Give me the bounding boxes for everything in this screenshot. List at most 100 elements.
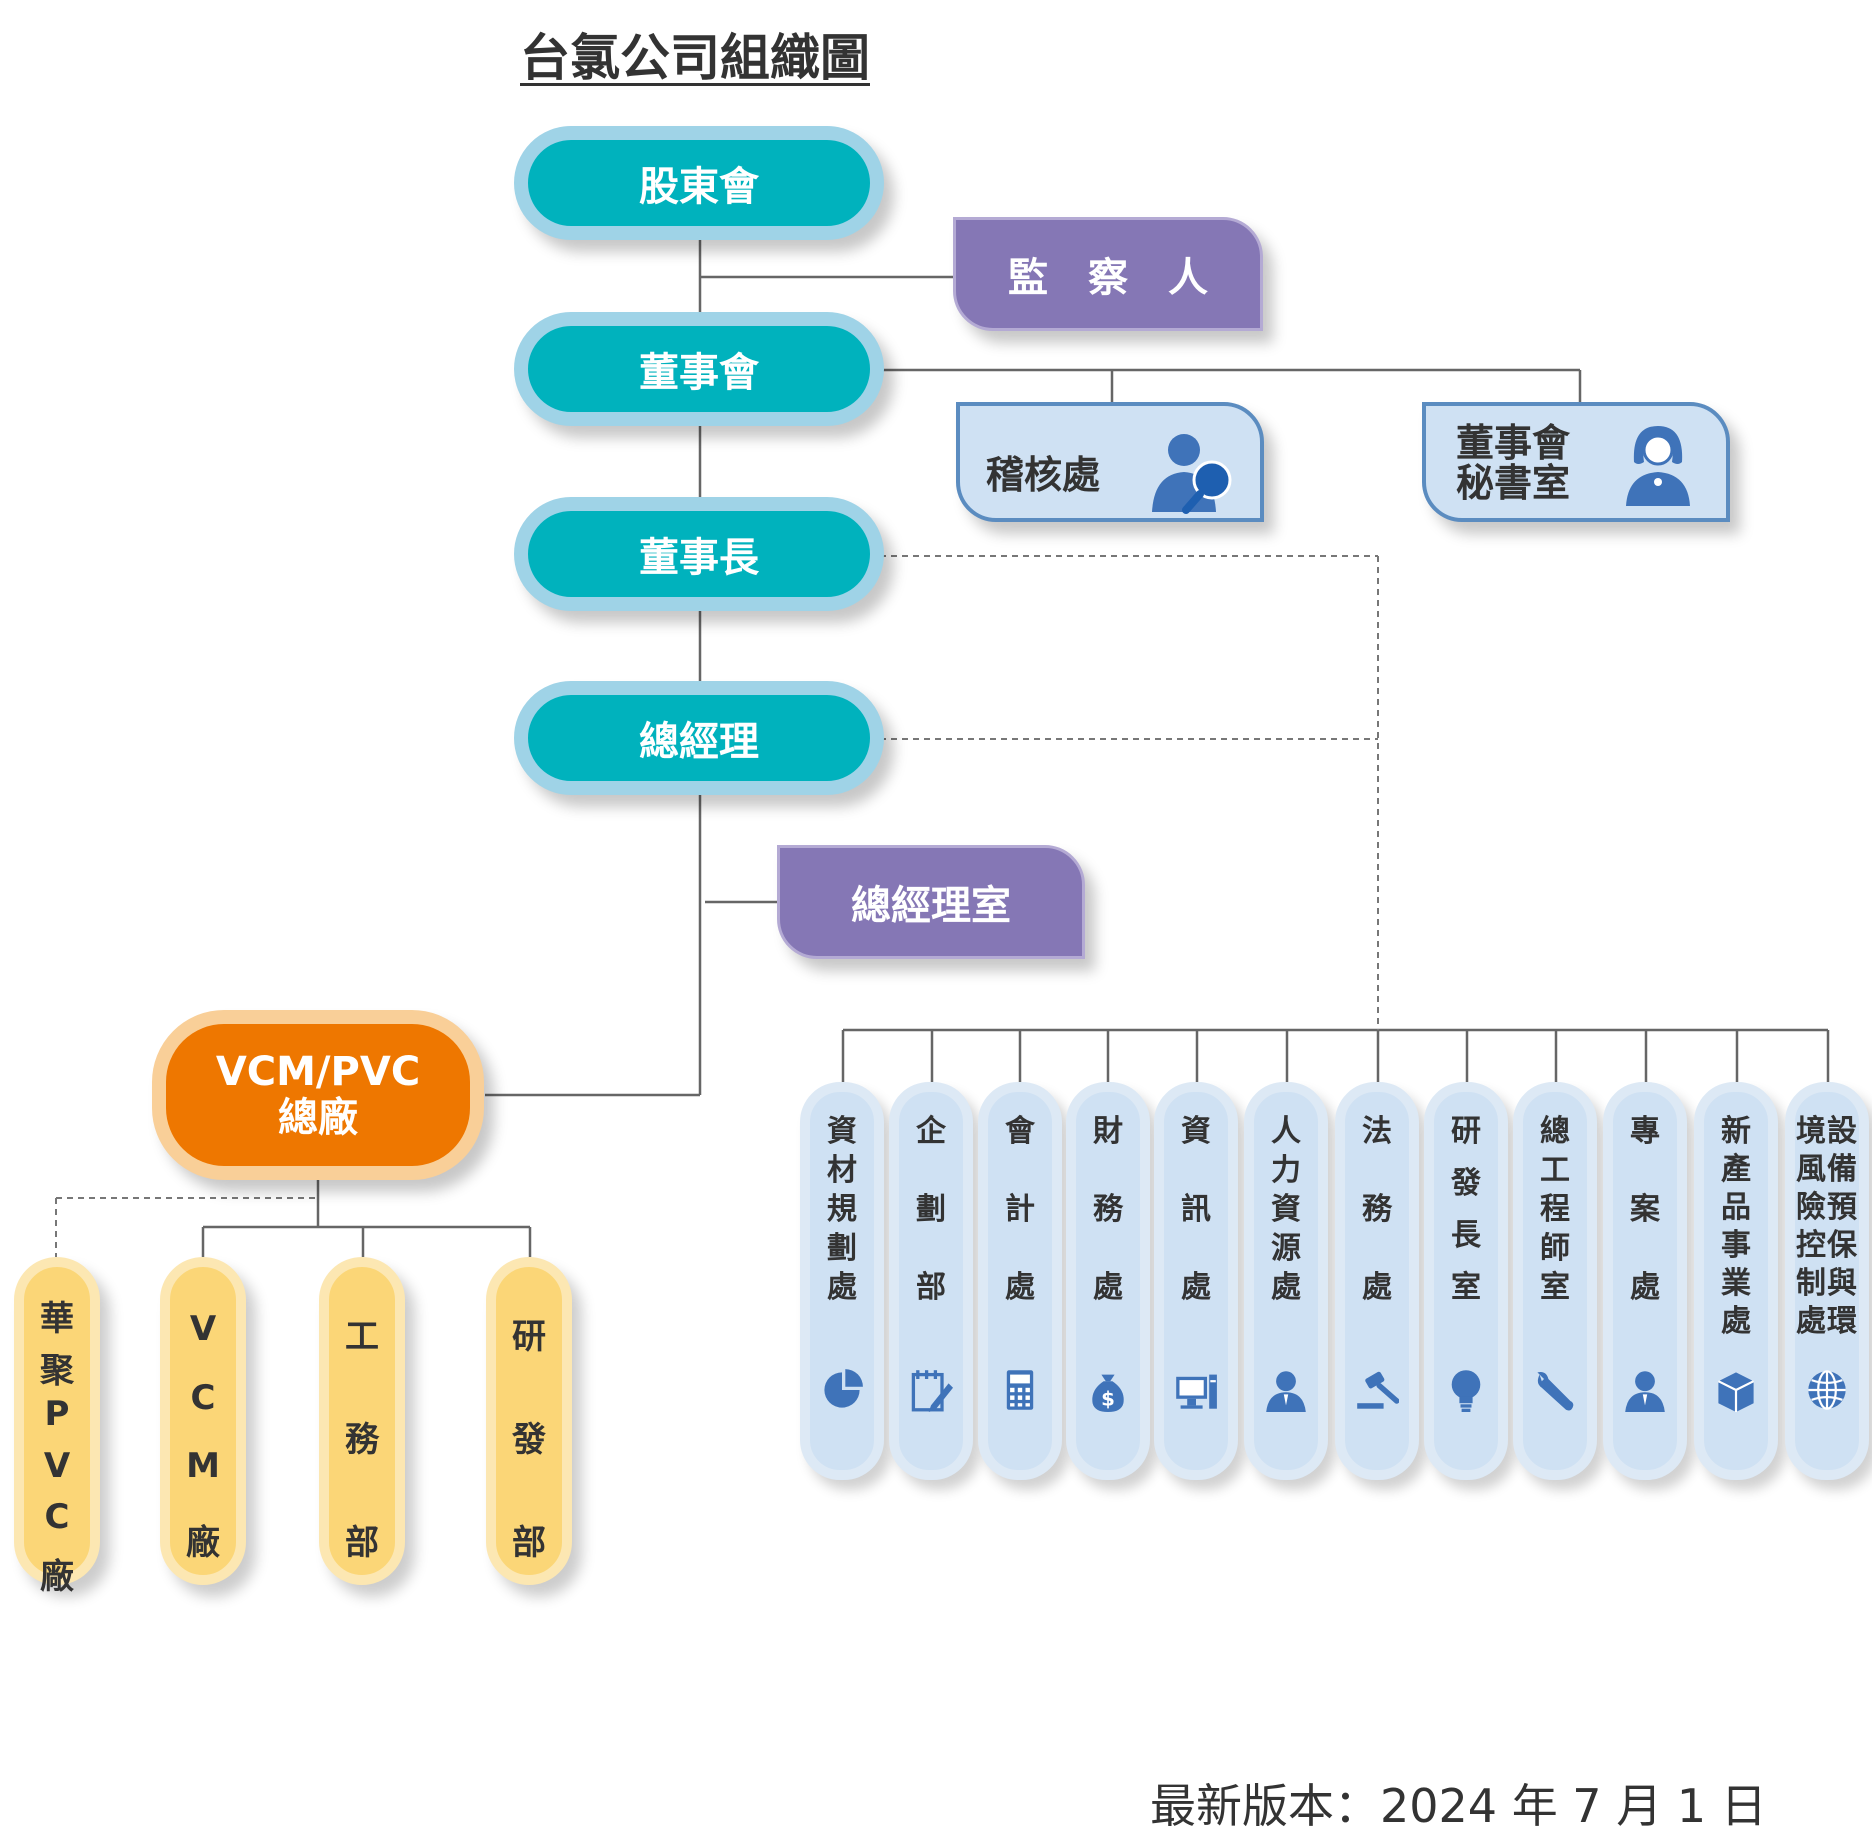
person-icon [1625,1371,1665,1412]
department-label-char: 規 [827,1192,857,1227]
plant-unit-label-char: 研 [512,1317,546,1357]
node-label: 總經理室 [851,883,1011,929]
department-label-char: 環 [1827,1304,1857,1339]
department-label-char: 險 [1796,1190,1826,1225]
department-label-char: 預 [1827,1190,1857,1225]
audit-office-node[interactable]: 稽核處 [956,402,1264,522]
node-label: 董事會 [639,350,759,396]
department-node[interactable]: 資材規劃處 [800,1082,884,1480]
department-label-char: 境 [1796,1114,1826,1149]
general-manager-node[interactable]: 總經理 [514,681,884,795]
plant-unit-label-char: C [44,1497,70,1538]
money-bag-icon: $ [1092,1374,1124,1412]
department-label-char: 訊 [1181,1192,1211,1227]
department-label-char: 處 [1005,1270,1035,1305]
department-node[interactable]: 會計處 [978,1082,1062,1480]
department-node[interactable]: 境風險控制處設備預保與環 [1785,1082,1869,1480]
plant-unit-label-char: 聚 [40,1350,74,1391]
department-label-char: 風 [1796,1152,1826,1187]
department-label-char: 劃 [827,1231,857,1266]
department-label-char: 源 [1271,1231,1301,1266]
department-label-char: 處 [1093,1270,1123,1305]
department-label-char: 工 [1540,1153,1570,1188]
department-label-char: 專 [1630,1114,1660,1149]
plant-unit-label-char: 廠 [186,1523,220,1563]
department-label-char: 財 [1093,1114,1123,1149]
department-label-char: 法 [1362,1114,1392,1149]
department-label-char: 處 [1181,1270,1211,1305]
node-label-line1: VCM/PVC [215,1049,421,1095]
department-label-char: 務 [1362,1192,1392,1227]
department-label-char: 業 [1721,1266,1751,1301]
department-node[interactable]: 人力資源處 [1244,1082,1328,1480]
department-label-char: 務 [1093,1192,1123,1227]
plant-unit-label-char: M [186,1446,220,1487]
node-label-line2: 秘書室 [1456,461,1571,505]
department-label-char: 計 [1005,1192,1035,1227]
plant-unit-label-char: V [189,1309,217,1349]
department-label-char: 處 [827,1270,857,1305]
node-label-line2: 總廠 [278,1095,358,1141]
plant-unit-label-char: 部 [512,1523,546,1563]
plant-unit-node[interactable]: 工務部 [319,1257,405,1585]
department-label-char: 處 [1271,1270,1301,1305]
version-date: 最新版本：2024 年 7 月 1 日 [1150,1779,1767,1833]
plant-unit-label-char: P [44,1394,70,1435]
computer-icon [1176,1374,1217,1409]
plant-unit-label-char: V [43,1445,71,1486]
department-node[interactable]: 新產品事業處 [1694,1082,1778,1480]
gm-office-node[interactable]: 總經理室 [777,845,1085,959]
department-label-char: 發 [1451,1166,1481,1201]
department-node[interactable]: 企劃部 [889,1082,973,1480]
department-label-char: 設 [1827,1114,1857,1149]
audit-person-magnifier-icon [1152,434,1232,514]
department-label-char: 與 [1827,1266,1857,1301]
department-label-char: 資 [1271,1192,1301,1227]
department-label-char: 制 [1796,1266,1826,1301]
svg-text:$: $ [1101,1387,1115,1410]
gavel-icon [1357,1371,1399,1409]
department-node[interactable]: 資訊處 [1154,1082,1238,1480]
department-label-char: 劃 [916,1192,946,1227]
node-label: 監 察 人 [1008,255,1208,301]
person-icon [1266,1371,1306,1412]
notepad-icon [911,1370,953,1412]
vcm-pvc-plant-node[interactable]: VCM/PVC 總廠 [152,1010,484,1180]
plant-unit-label-char: 工 [345,1317,379,1357]
board-of-directors-node[interactable]: 董事會 [514,312,884,426]
department-label-char: 資 [1181,1114,1211,1149]
department-node[interactable]: 總工程師室 [1513,1082,1597,1480]
chairman-node[interactable]: 董事長 [514,497,884,611]
department-label-char: 處 [1362,1270,1392,1305]
department-label-char: 材 [827,1153,857,1188]
department-node[interactable]: 研發長室 [1424,1082,1508,1480]
department-label-char: 師 [1540,1231,1570,1266]
department-label-char: 室 [1540,1270,1570,1305]
department-label-char: 會 [1005,1114,1035,1149]
lightbulb-icon [1451,1370,1481,1412]
globe-icon [1808,1370,1846,1410]
supervisor-node[interactable]: 監 察 人 [953,217,1263,331]
department-node[interactable]: 財務處 $ [1066,1082,1150,1480]
shareholders-meeting-node[interactable]: 股東會 [514,126,884,240]
department-label-char: 事 [1721,1228,1751,1263]
department-label-char: 力 [1271,1153,1301,1188]
department-label-char: 保 [1827,1228,1857,1263]
department-label-char: 品 [1721,1190,1751,1225]
department-label-char: 長 [1451,1218,1481,1253]
calculator-icon [1006,1370,1034,1410]
department-node[interactable]: 法務處 [1335,1082,1419,1480]
board-secretary-office-node[interactable]: 董事會 秘書室 [1422,402,1730,522]
pie-chart-icon [824,1369,863,1408]
node-label-line1: 董事會 [1456,421,1571,465]
node-label: 總經理 [639,719,759,765]
plant-unit-node[interactable]: 研發部 [486,1257,572,1585]
department-label-char: 總 [1540,1114,1570,1149]
node-label: 股東會 [639,164,759,210]
box-icon [1717,1372,1755,1412]
plant-unit-label-char: 廠 [40,1557,74,1597]
department-node[interactable]: 專案處 [1603,1082,1687,1480]
